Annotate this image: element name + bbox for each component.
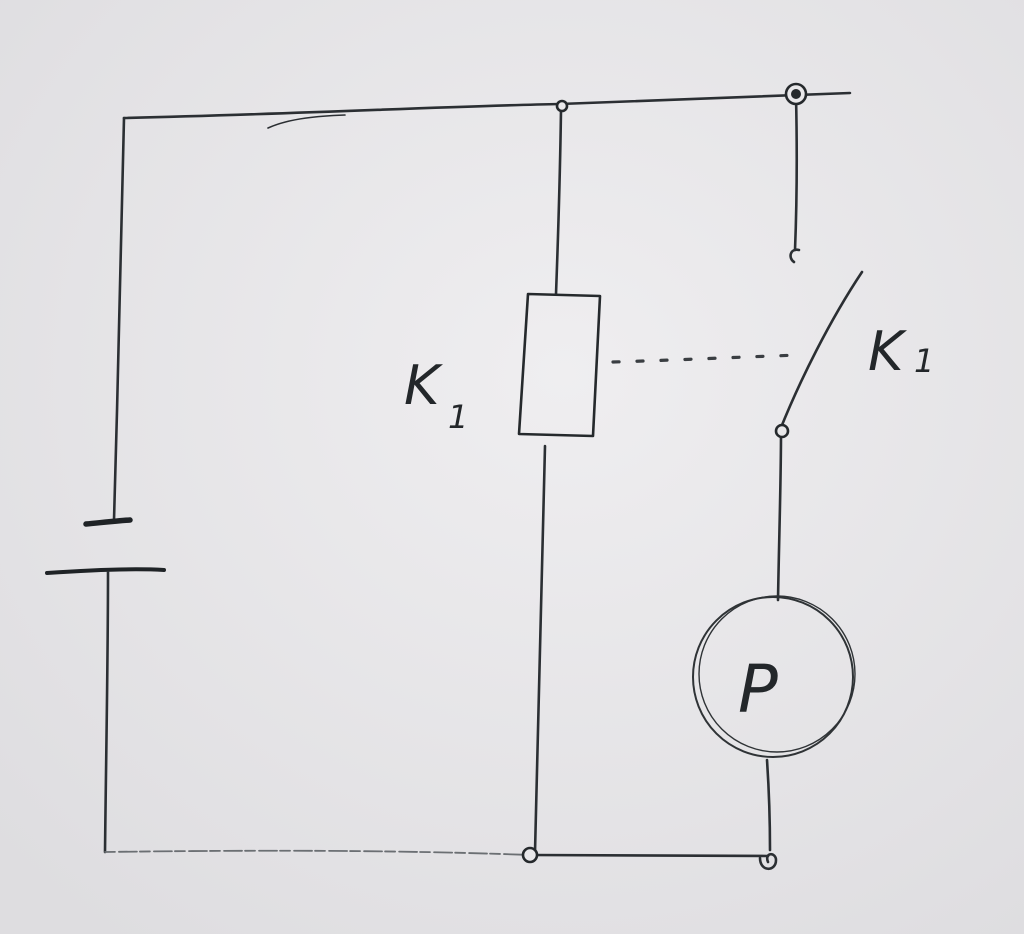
lamp-circle-inner <box>698 595 856 753</box>
top-wire-overstroke <box>267 114 346 129</box>
mechanical-link <box>611 353 802 364</box>
bottom-wire-left <box>104 849 531 856</box>
left-wire-lower <box>103 570 110 854</box>
top-wire <box>122 91 852 120</box>
battery-negative-plate <box>83 517 133 527</box>
switch-blade <box>778 270 864 432</box>
terminal-node-top-right-center <box>791 89 801 99</box>
contact-pivot-node <box>774 423 790 439</box>
bottom-wire-right <box>528 853 770 858</box>
battery-positive-plate <box>45 567 166 575</box>
lamp-circle-outer <box>692 596 854 758</box>
contact-lower-wire <box>776 431 783 602</box>
terminal-node-bottom-right <box>758 852 778 871</box>
relay-coil <box>517 292 602 438</box>
contact-label: K <box>868 320 907 383</box>
lamp-label: P <box>738 651 778 728</box>
contact-upper-wire <box>793 94 798 252</box>
coil-label: K <box>404 354 443 417</box>
contact-fixed-terminal <box>789 248 801 264</box>
junction-node-bottom <box>521 846 539 864</box>
coil-lower-wire <box>533 444 547 854</box>
coil-upper-wire <box>554 108 563 296</box>
contact-label-subscript: 1 <box>914 342 934 380</box>
coil-label-subscript: 1 <box>448 398 468 436</box>
lamp-lower-wire <box>765 758 772 852</box>
junction-node-top <box>555 99 569 113</box>
left-wire-upper <box>112 116 126 522</box>
